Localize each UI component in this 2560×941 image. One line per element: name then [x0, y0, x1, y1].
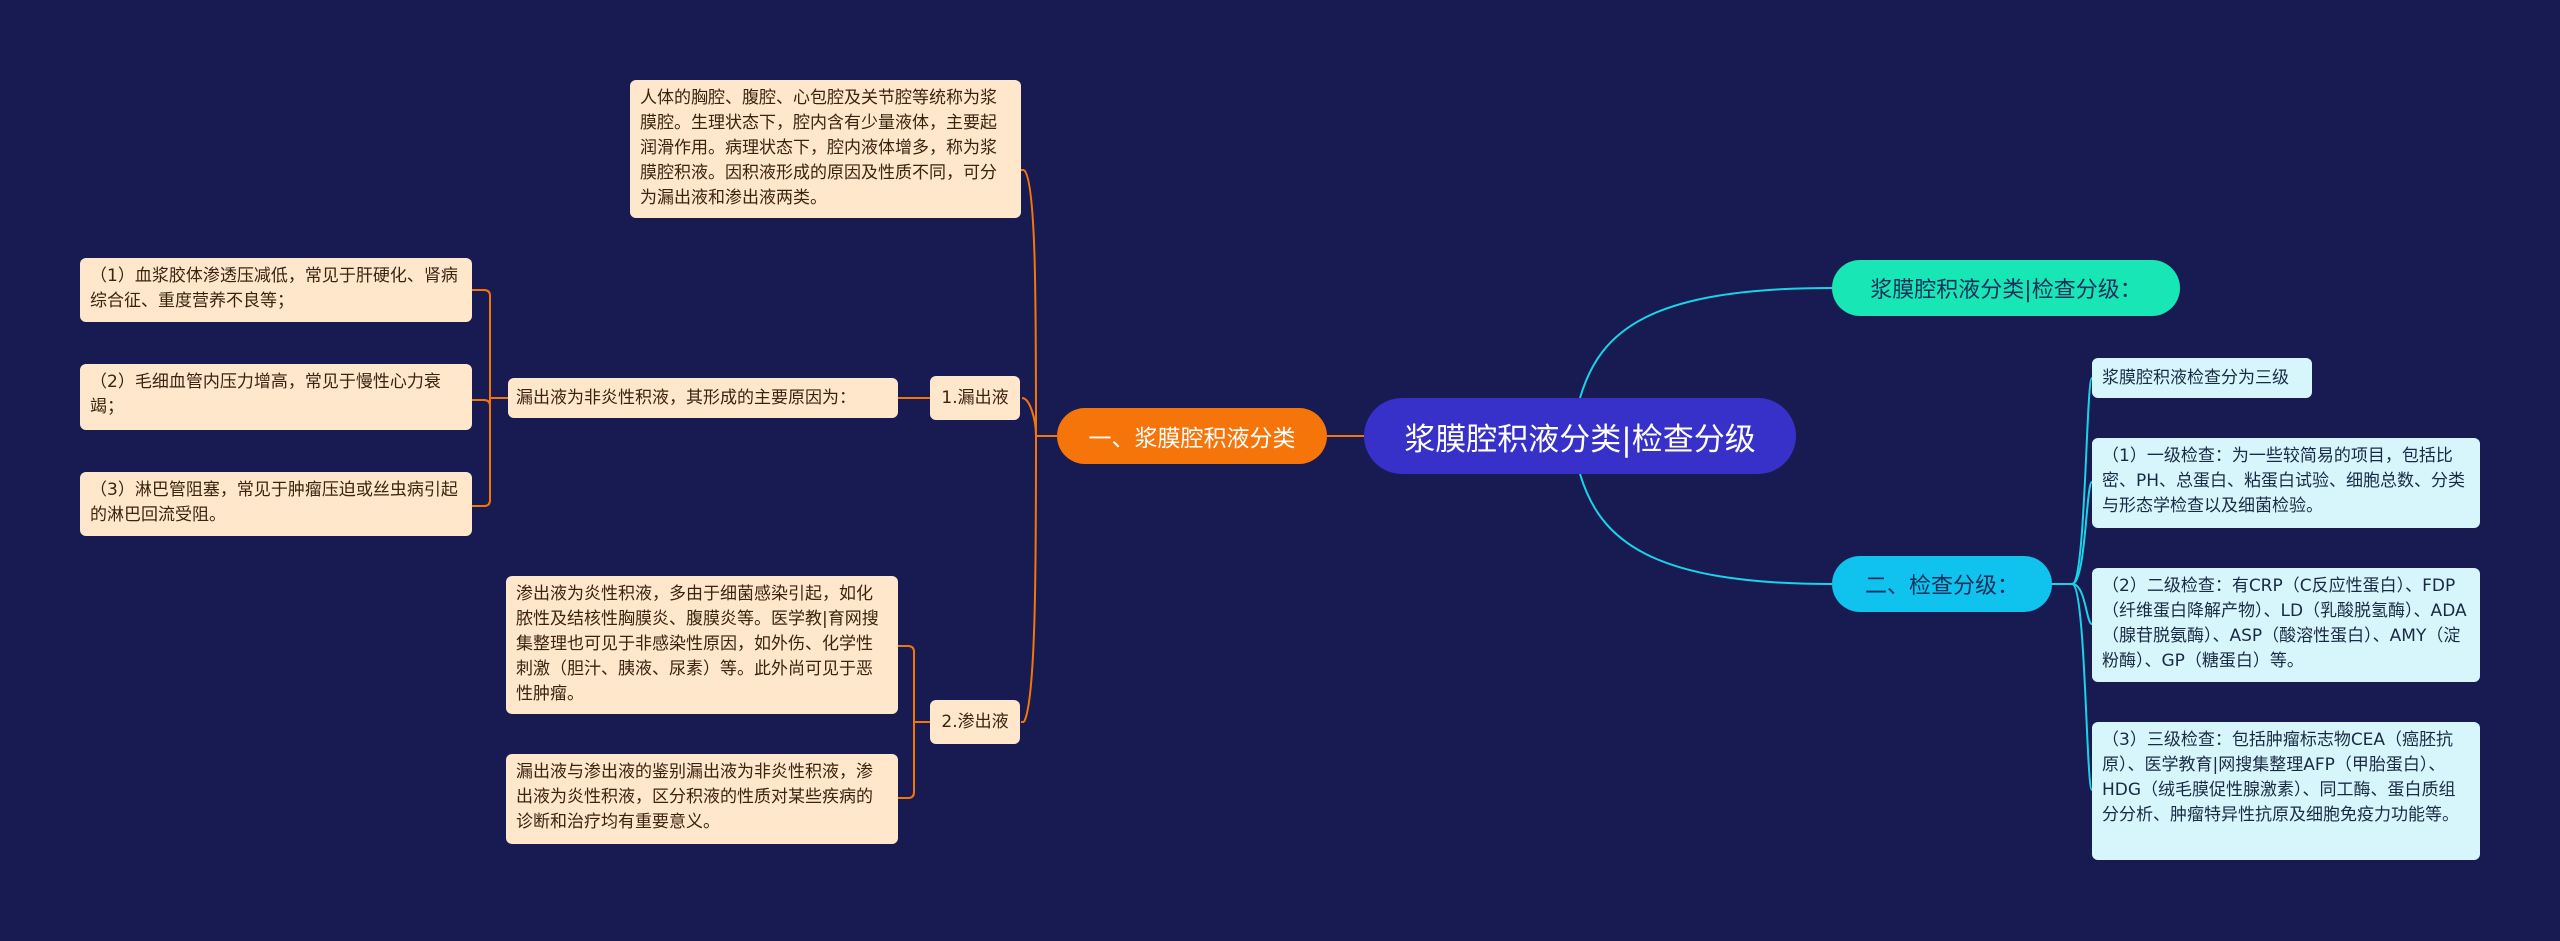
exudate-item-2[interactable]: 漏出液与渗出液的鉴别漏出液为非炎性积液，渗出液为炎性积液，区分积液的性质对某些疾…	[506, 754, 898, 844]
root-topic[interactable]: 浆膜腔积液分类|检查分级	[1364, 398, 1796, 474]
exudate-item-1[interactable]: 渗出液为炎性积液，多由于细菌感染引起，如化脓性及结核性胸膜炎、腹膜炎等。医学教|…	[506, 576, 898, 714]
grading-overview[interactable]: 浆膜腔积液检查分为三级	[2092, 358, 2312, 398]
grading-level-2[interactable]: （2）二级检查：有CRP（C反应性蛋白）、FDP（纤维蛋白降解产物）、LD（乳酸…	[2092, 568, 2480, 682]
transudate-item-3[interactable]: （3）淋巴管阻塞，常见于肿瘤压迫或丝虫病引起的淋巴回流受阻。	[80, 472, 472, 536]
transudate-item-1[interactable]: （1）血浆胶体渗透压减低，常见于肝硬化、肾病综合征、重度营养不良等；	[80, 258, 472, 322]
grading-level-1[interactable]: （1）一级检查：为一些较简易的项目，包括比密、PH、总蛋白、粘蛋白试验、细胞总数…	[2092, 438, 2480, 528]
branch-grading[interactable]: 二、检查分级：	[1832, 556, 2052, 612]
grading-level-3[interactable]: （3）三级检查：包括肿瘤标志物CEA（癌胚抗原）、医学教育|网搜集整理AFP（甲…	[2092, 722, 2480, 860]
sub-transudate[interactable]: 1.漏出液	[930, 376, 1020, 420]
sub-exudate[interactable]: 2.渗出液	[930, 700, 1020, 744]
transudate-item-2[interactable]: （2）毛细血管内压力增高，常见于慢性心力衰竭；	[80, 364, 472, 430]
branch-summary[interactable]: 浆膜腔积液分类|检查分级：	[1832, 260, 2180, 316]
transudate-desc[interactable]: 漏出液为非炎性积液，其形成的主要原因为：	[508, 378, 898, 418]
intro-note[interactable]: 人体的胸腔、腹腔、心包腔及关节腔等统称为浆膜腔。生理状态下，腔内含有少量液体，主…	[630, 80, 1021, 218]
branch-classification[interactable]: 一、浆膜腔积液分类	[1057, 408, 1327, 464]
